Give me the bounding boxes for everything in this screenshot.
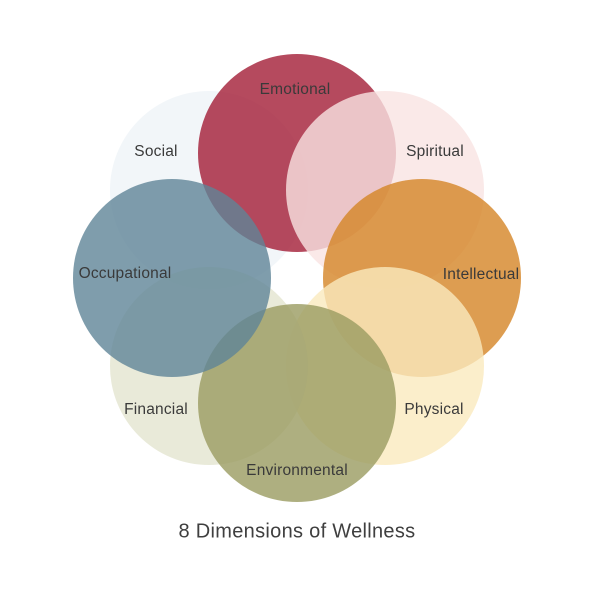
diagram-title: 8 Dimensions of Wellness xyxy=(178,520,416,543)
label-spiritual: Spiritual xyxy=(406,143,464,160)
label-occupational: Occupational xyxy=(78,265,172,282)
label-intellectual: Intellectual xyxy=(442,266,520,283)
label-emotional: Emotional xyxy=(259,81,331,98)
circle-occupational xyxy=(73,179,271,377)
label-social: Social xyxy=(134,143,178,160)
label-physical: Physical xyxy=(404,401,464,418)
label-environmental: Environmental xyxy=(246,462,348,479)
label-financial: Financial xyxy=(124,401,188,418)
